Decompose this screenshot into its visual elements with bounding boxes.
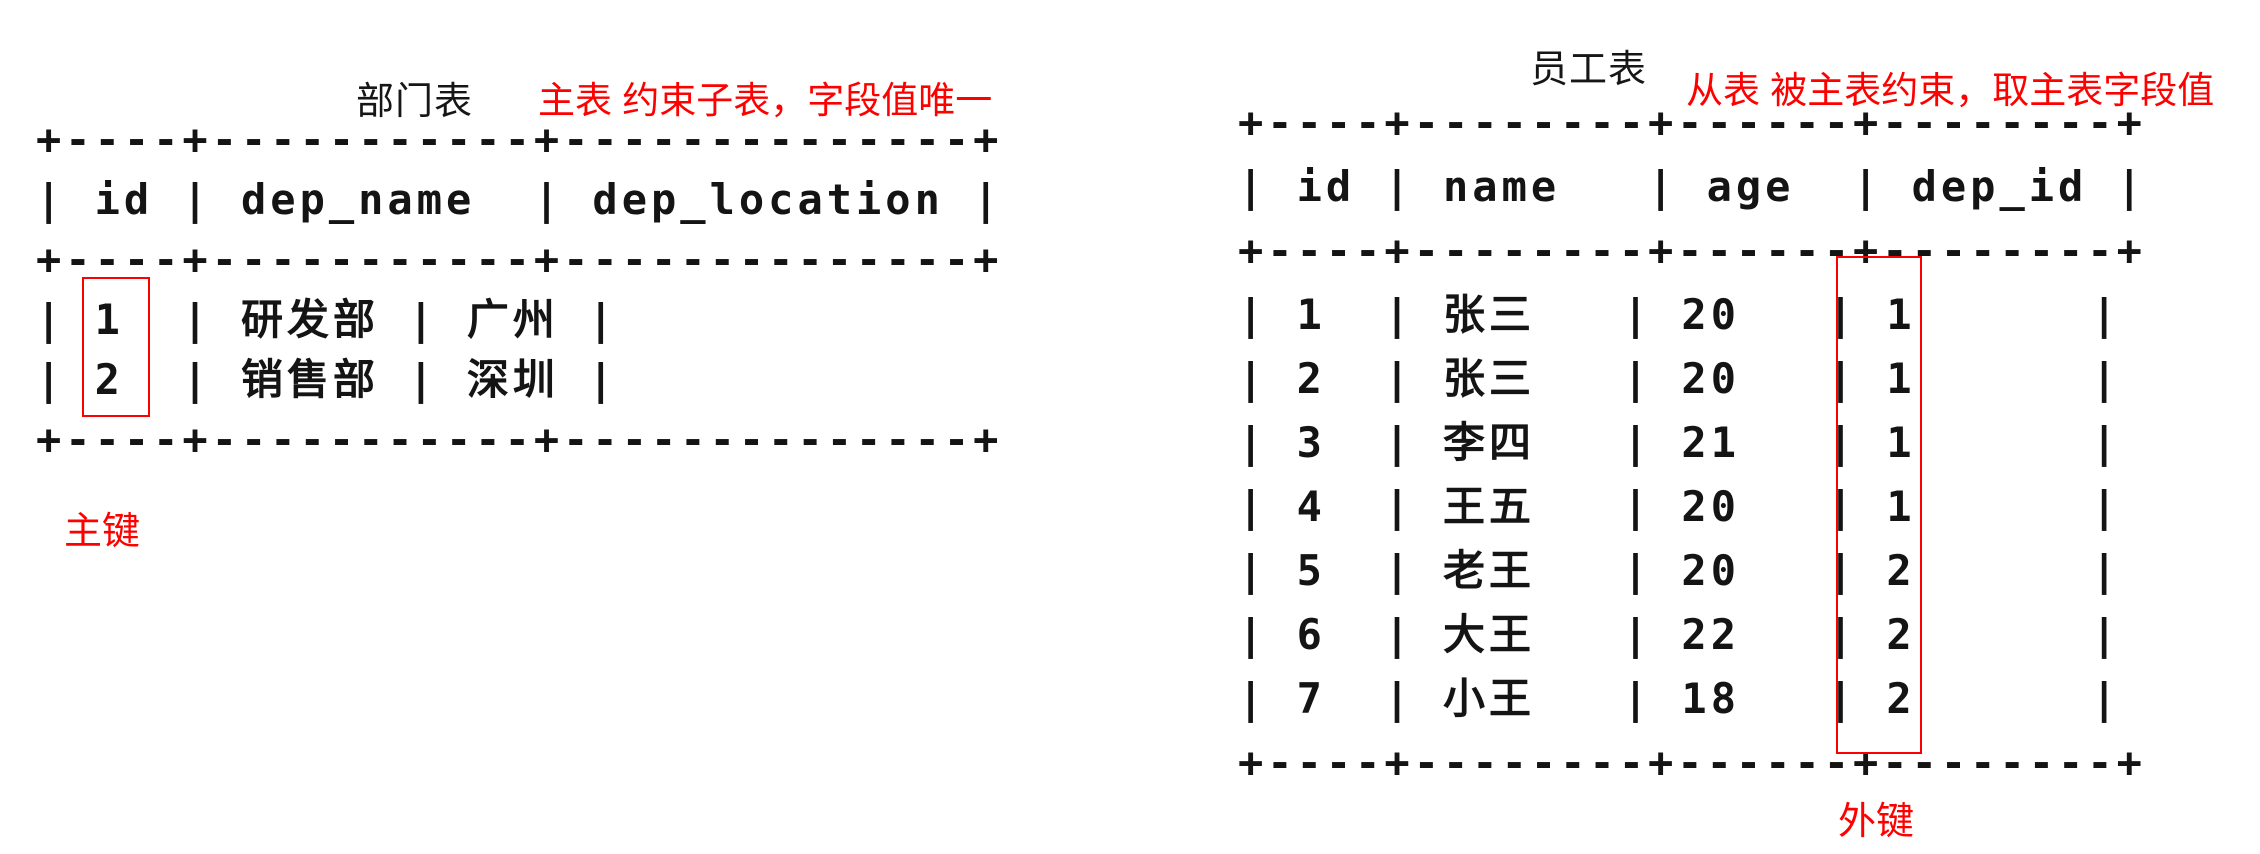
department-ascii-table: +----+-----------+--------------+ | id |… xyxy=(36,115,1003,464)
foreign-key-highlight-box xyxy=(1836,256,1922,754)
primary-key-label: 主键 xyxy=(64,511,141,553)
foreign-key-label: 外键 xyxy=(1838,801,1915,843)
child-table-annotation: 从表 被主表约束，取主表字段值 xyxy=(1686,70,2215,111)
employee-ascii-table: +----+--------+------+--------+ | id | n… xyxy=(1238,98,2146,787)
employee-table-title: 员工表 xyxy=(1530,49,1648,91)
department-table-title: 部门表 xyxy=(356,81,474,123)
primary-key-highlight-box xyxy=(82,277,150,417)
main-table-annotation: 主表 约束子表，字段值唯一 xyxy=(538,80,993,121)
